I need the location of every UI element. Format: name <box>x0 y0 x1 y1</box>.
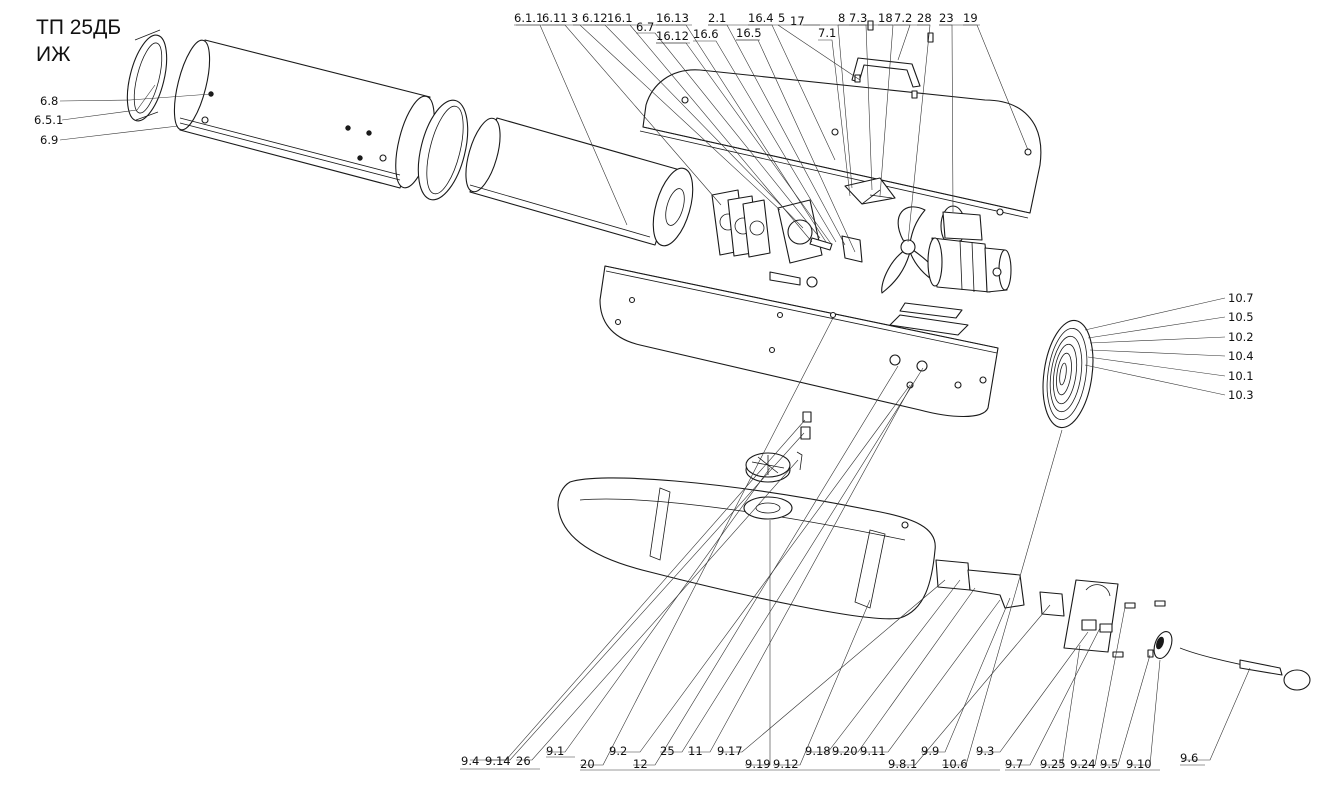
callout-label: 9.24 <box>1070 757 1096 771</box>
lower-cover-part <box>599 265 999 417</box>
callout-label: 16.12 <box>656 29 689 43</box>
callout-label: 16.1 <box>607 11 633 25</box>
fuel-cap-part <box>745 452 791 483</box>
callout-label: 9.5 <box>1100 757 1118 771</box>
callout-label: 6.5.1 <box>34 113 63 127</box>
front-ring-part <box>126 29 168 122</box>
callout-label: 6.12 <box>582 11 608 25</box>
callout-label: 9.7 <box>1005 757 1023 771</box>
callout-label: 5 <box>778 11 785 25</box>
callout-label: 19 <box>963 11 978 25</box>
callout-label: 10.1 <box>1228 369 1254 383</box>
callout-label: 10.3 <box>1228 388 1254 402</box>
callout-label: 6.8 <box>40 94 58 108</box>
callout-label: 10.5 <box>1228 310 1254 324</box>
callout-label: 7.2 <box>894 11 912 25</box>
callout-label: 6.9 <box>40 133 58 147</box>
front-casing-part <box>173 39 435 189</box>
callout-label: 20 <box>580 757 595 771</box>
callout-label: 3 <box>571 11 578 25</box>
combustion-cylinder-part <box>465 117 694 247</box>
callout-label: 10.4 <box>1228 349 1254 363</box>
control-panel-part <box>1063 579 1119 653</box>
callout-label: 25 <box>660 744 675 758</box>
thermostat-probe-part <box>1179 647 1311 691</box>
connecting-ring-part <box>417 99 469 201</box>
callout-label: 2.1 <box>708 11 726 25</box>
callout-label: 6.11 <box>542 11 568 25</box>
model-title: ТП 25ДБ <box>36 16 122 39</box>
callout-label: 10.7 <box>1228 291 1254 305</box>
leader-lines <box>59 24 1251 766</box>
callout-label: 26 <box>516 754 531 768</box>
callout-label: 9.20 <box>832 744 858 758</box>
callout-label: 11 <box>688 744 703 758</box>
carry-handle-part <box>851 57 921 88</box>
callout-label: 9.17 <box>717 744 743 758</box>
callout-label: 10.2 <box>1228 330 1254 344</box>
model-variant: ИЖ <box>36 43 71 66</box>
swirl-plates-part <box>711 189 771 258</box>
fuel-fittings-part <box>796 411 812 471</box>
callout-label: 9.19 <box>745 757 771 771</box>
callout-label: 16.4 <box>748 11 774 25</box>
callouts-left: 6.8 6.5.1 6.9 <box>34 94 63 147</box>
callout-label: 9.2 <box>609 744 627 758</box>
pump-block-part <box>935 559 1065 617</box>
burner-head-part <box>769 199 863 288</box>
callout-label: 23 <box>939 11 954 25</box>
callouts-top: 6.1.1 6.11 3 6.12 16.1 6.7 16.13 16.12 1… <box>514 11 978 43</box>
callouts-bottom: 9.4 9.14 26 9.1 20 9.2 12 25 11 9.17 9.1… <box>461 744 1198 771</box>
ignition-bracket-part <box>844 177 896 205</box>
callout-label: 18 <box>878 11 893 25</box>
callout-label: 7.1 <box>818 26 836 40</box>
callout-label: 9.18 <box>805 744 831 758</box>
callout-label: 17 <box>790 14 805 28</box>
callout-label: 9.10 <box>1126 757 1152 771</box>
callout-label: 16.13 <box>656 11 689 25</box>
callout-label: 9.9 <box>921 744 939 758</box>
callout-underlines <box>460 24 1205 771</box>
callout-label: 9.3 <box>976 744 994 758</box>
callout-label: 9.8.1 <box>888 757 917 771</box>
callout-label: 16.5 <box>736 26 762 40</box>
callout-label: 9.4 <box>461 754 479 768</box>
callout-label: 9.6 <box>1180 751 1198 765</box>
motor-mount-part <box>889 302 969 336</box>
callout-label: 10.6 <box>942 757 968 771</box>
callout-label: 9.14 <box>485 754 511 768</box>
thermostat-knob-part <box>1147 631 1173 659</box>
callout-label: 8 <box>838 11 845 25</box>
callout-label: 9.25 <box>1040 757 1066 771</box>
callout-label: 12 <box>633 757 648 771</box>
callout-label: 9.1 <box>546 744 564 758</box>
fuel-tank-part <box>557 477 936 620</box>
callout-label: 9.11 <box>860 744 886 758</box>
motor-part <box>927 205 1012 293</box>
callout-label: 9.12 <box>773 757 799 771</box>
callout-label: 7.3 <box>849 11 867 25</box>
callout-label: 16.6 <box>693 27 719 41</box>
callout-label: 6.7 <box>636 20 654 34</box>
panel-screws-part <box>1112 600 1166 658</box>
upper-cover-part <box>639 69 1042 219</box>
front-grille-part <box>1042 319 1094 429</box>
title-block: ТП 25ДБ ИЖ <box>36 14 121 68</box>
callout-label: 28 <box>917 11 932 25</box>
callout-label: 6.1.1 <box>514 11 543 25</box>
callouts-right: 10.7 10.5 10.2 10.4 10.1 10.3 <box>1228 291 1254 402</box>
